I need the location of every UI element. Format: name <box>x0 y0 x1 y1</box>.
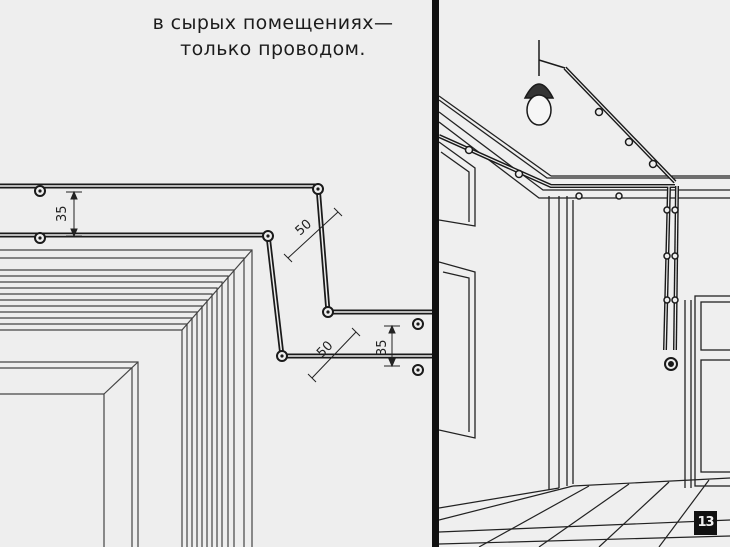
cable-clips-room <box>464 107 679 304</box>
door-frame-lines <box>0 249 253 547</box>
room-illustration <box>439 0 730 547</box>
ceiling-lamp <box>523 40 566 126</box>
wall-switch <box>664 357 678 371</box>
frame-number-badge: 13 <box>694 511 717 535</box>
wiring-layout-drawing: 35 50 50 35 <box>0 183 432 547</box>
dimension-label-vertical-bottom: 35 <box>375 339 390 356</box>
caption-line-1: в сырых помещениях— <box>152 12 394 34</box>
dimension-lines <box>66 190 400 383</box>
cable-lower <box>0 232 432 359</box>
cable-clips <box>34 183 424 376</box>
room-walls <box>439 95 730 490</box>
cable-upper <box>0 183 432 315</box>
room-floor <box>439 477 730 547</box>
caption: в сырых помещениях— только проводом. <box>128 10 418 62</box>
caption-line-2: только проводом. <box>180 38 366 60</box>
dimension-label-vertical-top: 35 <box>55 205 70 222</box>
panel-divider <box>432 0 439 547</box>
